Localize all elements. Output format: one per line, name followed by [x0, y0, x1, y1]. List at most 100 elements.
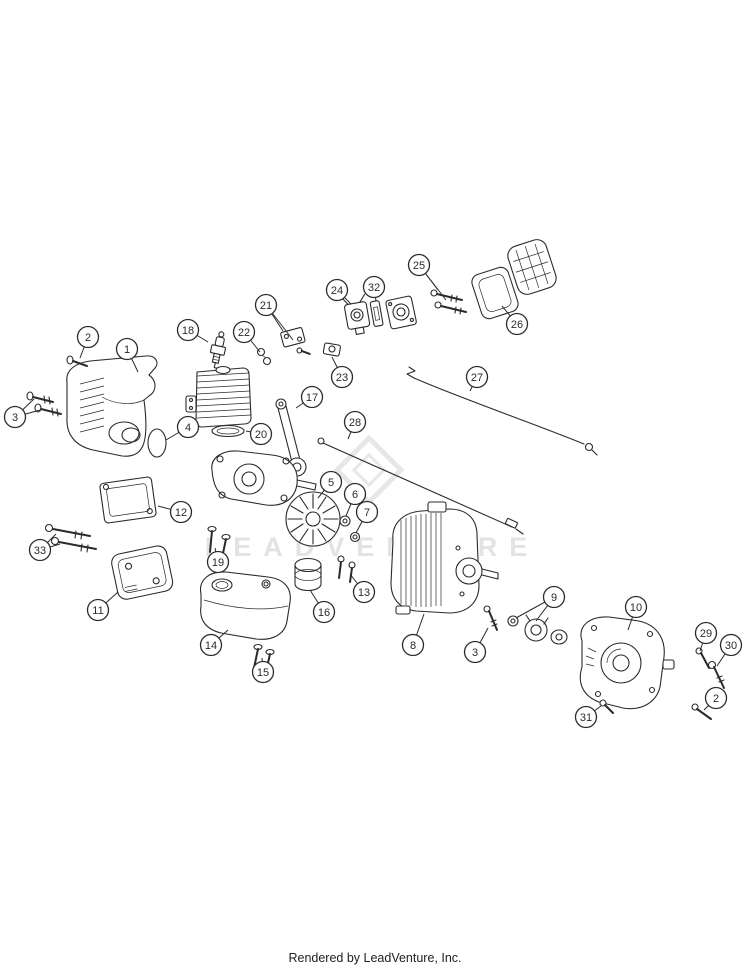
render-credit: Rendered by LeadVenture, Inc. [288, 951, 462, 965]
svg-text:17: 17 [306, 392, 318, 404]
block-screw [483, 605, 498, 631]
air-filter-cover [471, 266, 519, 320]
callout-1[interactable]: 1 [115, 337, 139, 361]
callout-12[interactable]: 12 [169, 500, 193, 524]
clutch-assembly [507, 614, 568, 645]
callout-24[interactable]: 24 [325, 278, 349, 302]
callout-2[interactable]: 2 [704, 686, 728, 710]
svg-text:32: 32 [368, 282, 380, 294]
callout-layer: 1234567891011121314151617181920212223242… [3, 253, 743, 729]
svg-text:9: 9 [551, 592, 557, 604]
callout-22[interactable]: 22 [232, 320, 256, 344]
engine-cover [66, 355, 158, 457]
svg-text:3: 3 [12, 412, 18, 424]
muffler [111, 545, 174, 600]
callout-33[interactable]: 33 [28, 538, 52, 562]
svg-text:25: 25 [413, 260, 425, 272]
svg-text:27: 27 [471, 372, 483, 384]
fuel-tank [199, 571, 291, 640]
svg-text:28: 28 [349, 417, 361, 429]
callout-17[interactable]: 17 [300, 385, 324, 409]
svg-text:15: 15 [257, 667, 269, 679]
connecting-rod [275, 398, 307, 477]
airbox-screws [430, 289, 467, 315]
callout-21[interactable]: 21 [254, 293, 278, 317]
washer-small-2 [349, 531, 361, 543]
o-ring [147, 428, 167, 458]
callout-19[interactable]: 19 [206, 550, 230, 574]
insulator-block [322, 342, 341, 357]
carburetor [340, 293, 371, 335]
callout-23[interactable]: 23 [330, 365, 354, 389]
svg-text:18: 18 [182, 325, 194, 337]
starter-screws [695, 647, 725, 689]
washer-small [339, 515, 351, 527]
watermark-text: LEADVENTURE [205, 532, 540, 562]
svg-text:22: 22 [238, 327, 250, 339]
housing-screw [691, 703, 712, 720]
callout-18[interactable]: 18 [176, 318, 200, 342]
svg-text:31: 31 [580, 712, 592, 724]
callout-3[interactable]: 3 [463, 640, 487, 664]
callout-15[interactable]: 15 [251, 660, 275, 684]
callout-20[interactable]: 20 [249, 422, 273, 446]
callout-3[interactable]: 3 [3, 405, 27, 429]
callout-13[interactable]: 13 [352, 580, 376, 604]
cylinder-gasket [211, 424, 245, 438]
svg-text:2: 2 [713, 693, 719, 705]
svg-text:16: 16 [318, 607, 330, 619]
spark-plug [209, 331, 227, 369]
svg-text:6: 6 [352, 489, 358, 501]
callout-27[interactable]: 27 [465, 365, 489, 389]
callout-29[interactable]: 29 [694, 621, 718, 645]
svg-text:21: 21 [260, 300, 272, 312]
callout-7[interactable]: 7 [355, 500, 379, 524]
crankcase [211, 450, 317, 506]
callout-26[interactable]: 26 [505, 312, 529, 336]
svg-text:3: 3 [472, 647, 478, 659]
callout-6[interactable]: 6 [343, 482, 367, 506]
svg-text:7: 7 [364, 507, 370, 519]
airbox-base [385, 295, 417, 330]
callout-32[interactable]: 32 [362, 275, 386, 299]
svg-text:12: 12 [175, 507, 187, 519]
callout-14[interactable]: 14 [199, 633, 223, 657]
cylinder-screws [207, 525, 231, 559]
callout-9[interactable]: 9 [542, 585, 566, 609]
flywheel [285, 491, 341, 547]
throttle-cable [406, 366, 598, 456]
heat-shield [99, 476, 157, 524]
callout-8[interactable]: 8 [401, 633, 425, 657]
callout-16[interactable]: 16 [312, 600, 336, 624]
carb-gasket [369, 300, 384, 327]
callout-10[interactable]: 10 [624, 595, 648, 619]
callout-28[interactable]: 28 [343, 410, 367, 434]
svg-text:11: 11 [92, 605, 103, 617]
small-screw-31 [599, 699, 614, 714]
shield-bolts [44, 523, 97, 553]
throttle-bracket [280, 327, 311, 355]
svg-text:19: 19 [212, 557, 224, 569]
callout-30[interactable]: 30 [719, 633, 743, 657]
short-block [390, 501, 499, 615]
callout-5[interactable]: 5 [319, 470, 343, 494]
svg-text:1: 1 [124, 344, 130, 356]
callout-11[interactable]: 11 [86, 598, 110, 622]
starter-housing [579, 616, 675, 710]
callout-2[interactable]: 2 [76, 325, 100, 349]
svg-text:10: 10 [630, 602, 642, 614]
callout-31[interactable]: 31 [574, 705, 598, 729]
svg-text:2: 2 [85, 332, 91, 344]
svg-text:5: 5 [328, 477, 334, 489]
callout-4[interactable]: 4 [176, 415, 200, 439]
cover-screw [66, 355, 88, 367]
pulley-bolts [337, 555, 356, 583]
svg-text:26: 26 [511, 319, 523, 331]
starter-pulley [294, 557, 322, 592]
cylinder [185, 365, 252, 428]
callout-25[interactable]: 25 [407, 253, 431, 277]
fuel-line [317, 437, 524, 535]
svg-text:13: 13 [358, 587, 370, 599]
